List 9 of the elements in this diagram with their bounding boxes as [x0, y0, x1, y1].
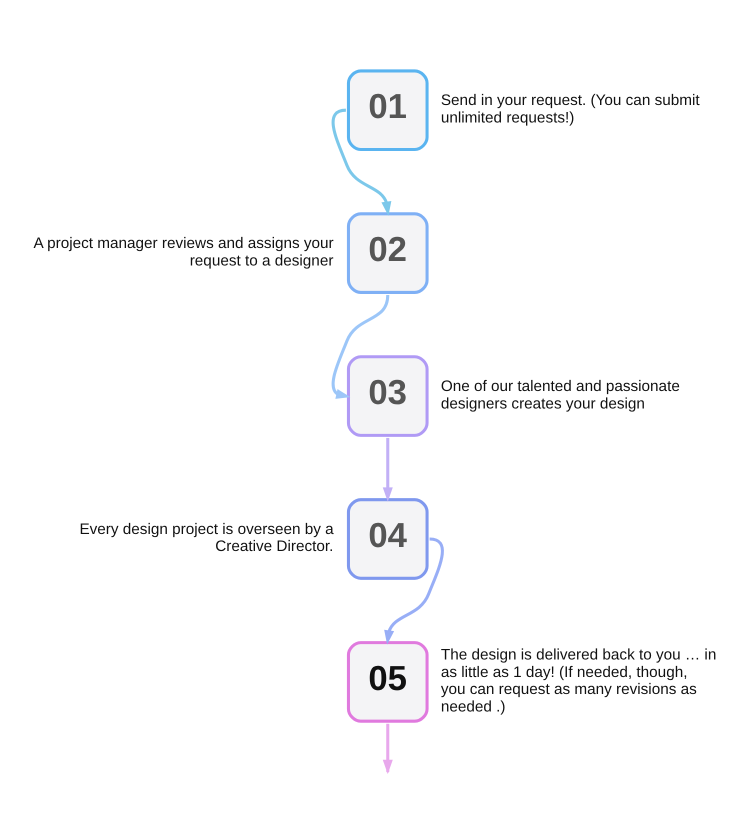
- arrow: [332, 294, 390, 399]
- arrow: [382, 438, 393, 502]
- node-label: One of our talented and passionate designers creates your design: [440, 378, 680, 412]
- arrow: [332, 108, 392, 216]
- node-label: A project manager reviews and assigns your request to a designer: [34, 235, 334, 270]
- node-label: The design is delivered back to you … in as little as 1 day! (If needed, though, you can request as many revisions as needed .): [440, 646, 716, 716]
- arrow: [384, 537, 444, 645]
- node-label: Every design project is overseen by a Creative Director.: [79, 520, 334, 556]
- node-label: Send in your request. (You can submit unlimited requests!): [440, 92, 700, 126]
